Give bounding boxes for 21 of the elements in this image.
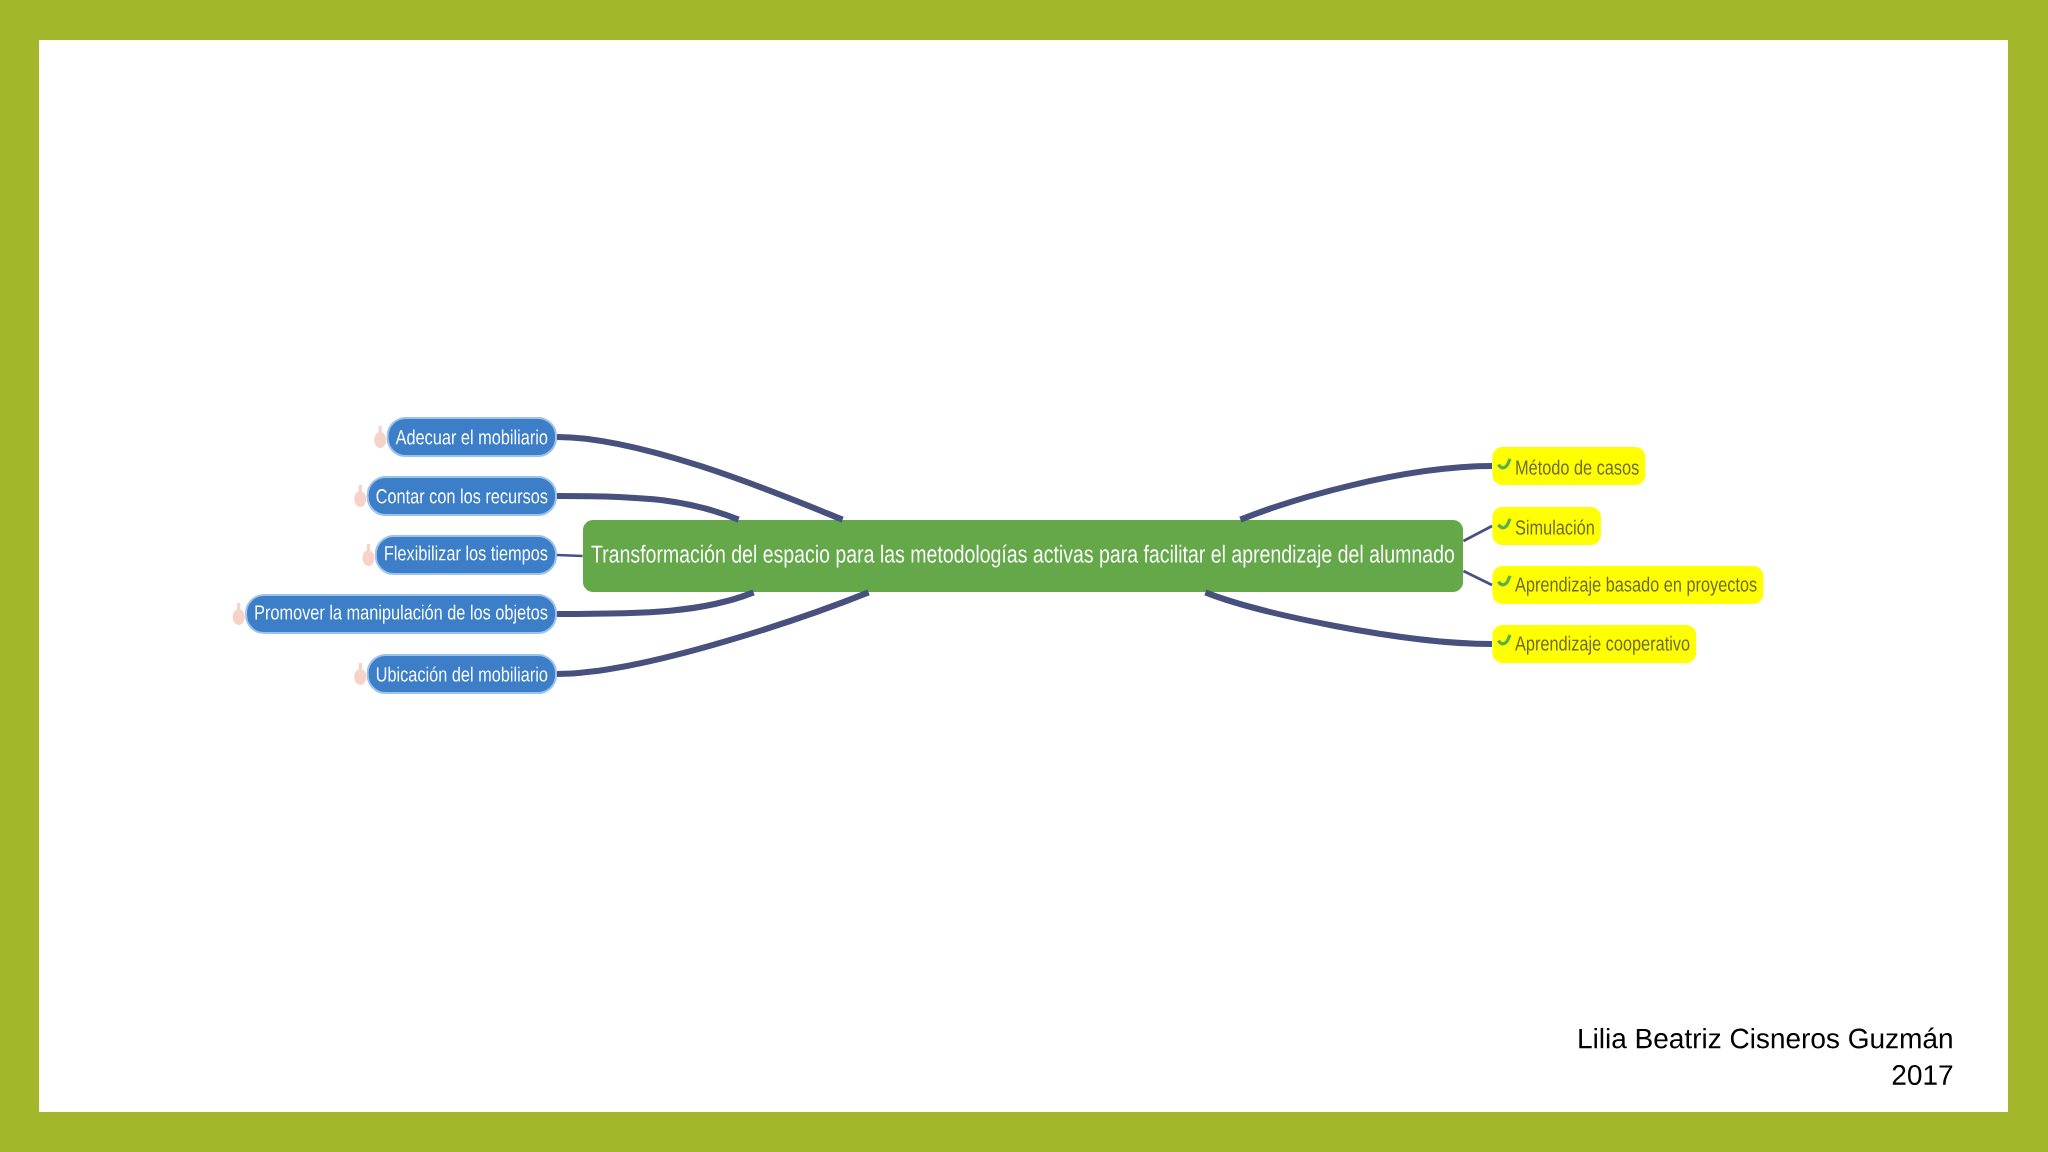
connector-line	[556, 553, 583, 558]
author-note: 2017	[1892, 1065, 1953, 1085]
connector-line	[1204, 589, 1493, 647]
connector-line	[556, 434, 844, 523]
method-box: Aprendizaje basado en proyectos	[1492, 566, 1764, 604]
author-note: Lilia Beatriz Cisneros Guzmán	[1579, 1027, 1952, 1049]
method-box: Método de casos	[1492, 447, 1646, 485]
branch-box: Contar con los recursos	[354, 476, 557, 516]
connector-line	[1462, 524, 1493, 543]
connector-line	[1462, 569, 1493, 587]
topic-box: Transformación del espacio para las metodologías activas para facilitar el aprendizaje del alumnado	[583, 520, 1464, 592]
branch-box: Adecuar el mobiliario	[374, 417, 557, 457]
connector-line	[557, 493, 740, 523]
branch-box: Promover la manipulación de los objetos	[232, 594, 557, 634]
connector-line	[556, 589, 870, 677]
branch-box: Ubicación del mobiliario	[354, 654, 557, 694]
method-box: Simulación	[1492, 507, 1601, 545]
branch-box: Flexibilizar los tiempos	[362, 535, 557, 575]
connector-line	[1239, 463, 1493, 523]
connector-line	[557, 589, 755, 617]
method-box: Aprendizaje cooperativo	[1492, 625, 1697, 663]
